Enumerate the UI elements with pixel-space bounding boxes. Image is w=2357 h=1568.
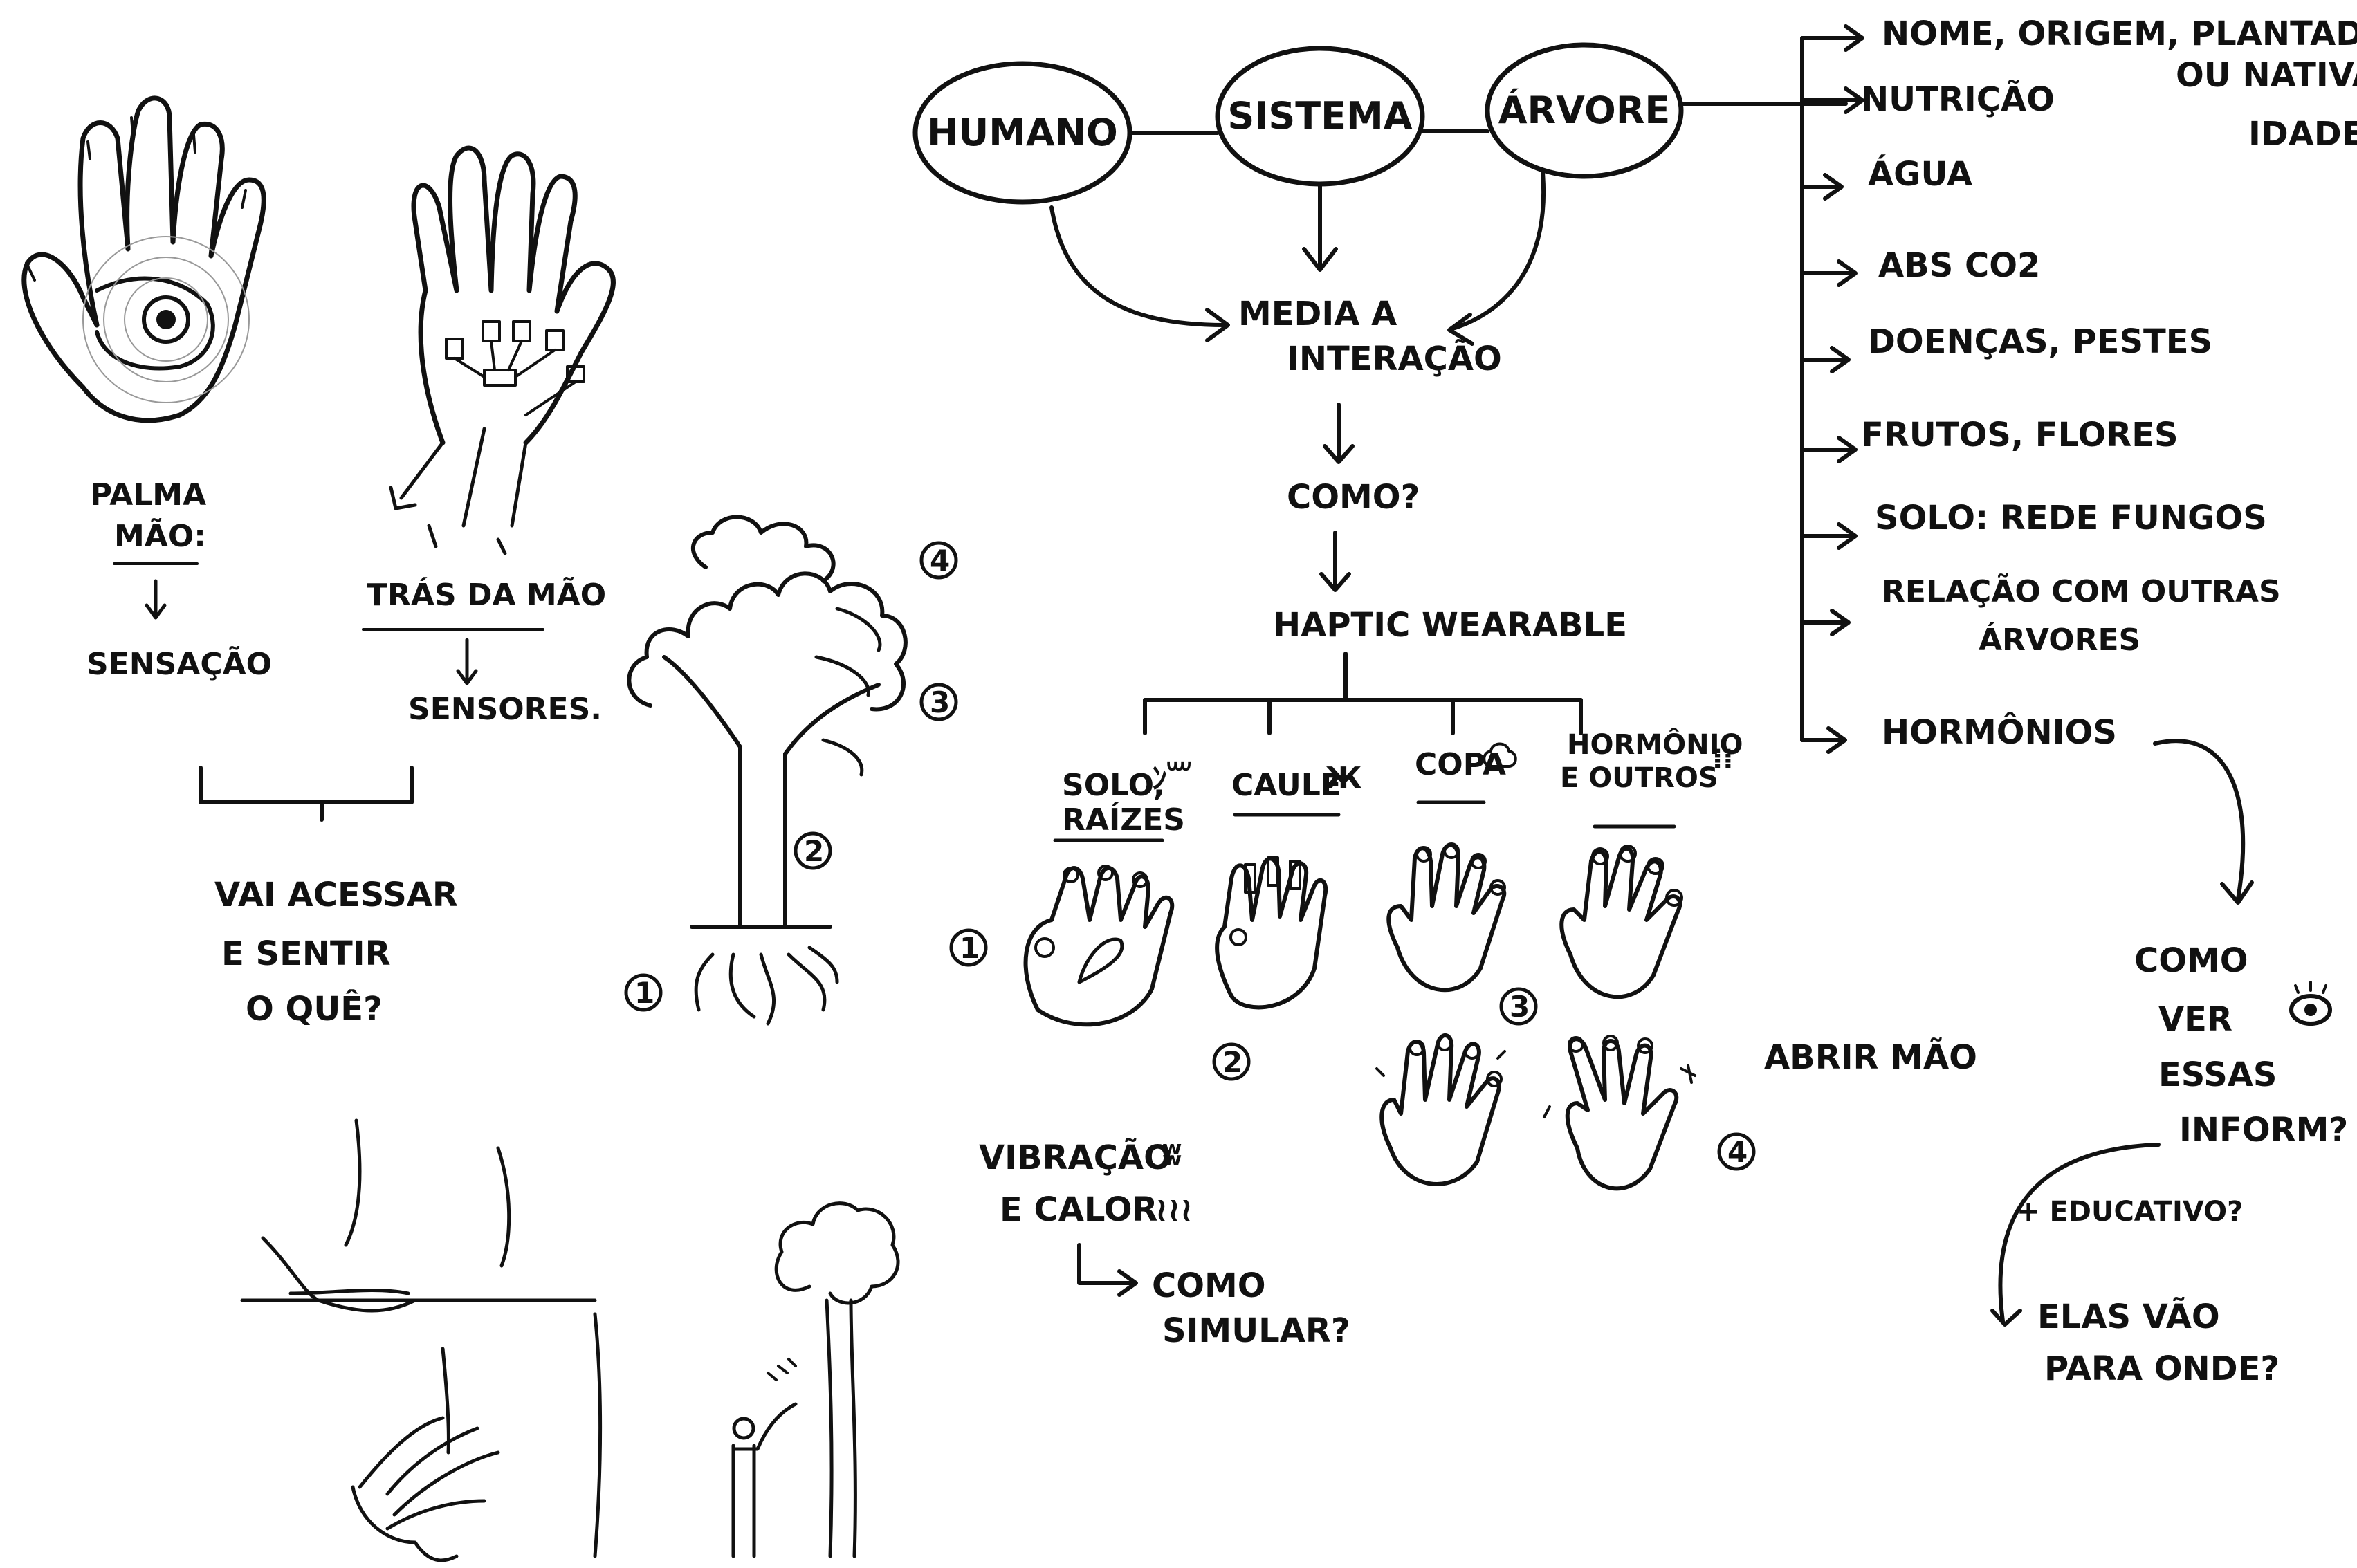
visualize-where-2: PARA ONDE? bbox=[2044, 1349, 2280, 1388]
access-line-3: O QUÊ? bbox=[246, 989, 383, 1029]
branch-hormones-2: E OUTROS bbox=[1560, 762, 1718, 794]
hand-touching-trunk-sketch bbox=[240, 1118, 602, 1558]
visualize-educational: + EDUCATIVO? bbox=[2017, 1196, 2243, 1228]
node-tree: ÁRVORE bbox=[1498, 89, 1671, 132]
haptic-wearable: HAPTIC WEARABLE bbox=[1273, 606, 1627, 645]
arrow-human-to-mediates bbox=[1049, 205, 1227, 327]
gesture-num-1: 1 bbox=[960, 931, 980, 965]
palm-hand-sketch bbox=[21, 95, 266, 423]
hand-gesture-open-3: 3 bbox=[1375, 987, 1538, 1187]
hand-gesture-2: 2 bbox=[1212, 856, 1328, 1081]
tree-num-4: 4 bbox=[930, 544, 950, 578]
person-under-tree-sketch bbox=[731, 1201, 900, 1558]
how-question: COMO? bbox=[1287, 478, 1420, 517]
mediates-line-1: MEDIA A bbox=[1238, 295, 1397, 333]
gesture-num-4: 4 bbox=[1727, 1135, 1748, 1169]
attr-relations: RELAÇÃO COM OUTRAS bbox=[1882, 573, 2281, 609]
node-human: HUMANO bbox=[927, 111, 1118, 154]
back-hand-sketch bbox=[389, 145, 616, 555]
branch-soil-2: RAÍZES bbox=[1062, 801, 1185, 838]
visualize-q4: INFORM? bbox=[2179, 1111, 2348, 1150]
reaching-hand-sketch bbox=[351, 1416, 500, 1562]
node-system: SISTEMA bbox=[1227, 94, 1412, 138]
arrow-to-visualize bbox=[2153, 739, 2246, 901]
branch-trunk: CAULE bbox=[1231, 768, 1341, 803]
attr-water: ÁGUA bbox=[1868, 154, 1972, 194]
simulate-line-1: COMO bbox=[1152, 1266, 1266, 1305]
hand-gesture-3 bbox=[1386, 842, 1507, 993]
palm-label-2: MÃO: bbox=[114, 517, 206, 554]
branch-soil-1: SOLO, bbox=[1062, 768, 1165, 803]
tree-sketch: 4 3 2 1 bbox=[624, 515, 958, 1026]
tree-attribute-list: NOME, ORIGEM, PLANTADA OU NATIVA, IDADE … bbox=[1679, 15, 2357, 1388]
branch-hormones-1: HORMÔNIO bbox=[1567, 728, 1743, 761]
access-line-1: VAI ACESSAR bbox=[214, 876, 458, 914]
attr-co2: ABS CO2 bbox=[1878, 246, 2040, 285]
attr-native: OU NATIVA, bbox=[2176, 56, 2357, 95]
sensation-label: SENSAÇÃO bbox=[86, 645, 272, 682]
attr-soil-fungi: SOLO: REDE FUNGOS bbox=[1875, 499, 2267, 537]
visualize-q3: ESSAS bbox=[2158, 1055, 2277, 1094]
open-hand-label: ABRIR MÃO bbox=[1764, 1037, 1977, 1077]
gesture-num-2: 2 bbox=[1222, 1045, 1242, 1079]
visualize-where-1: ELAS VÃO bbox=[2037, 1297, 2220, 1336]
access-line-2: E SENTIR bbox=[221, 934, 391, 973]
attr-trees: ÁRVORES bbox=[1979, 621, 2140, 658]
attr-nutrition: NUTRIÇÃO bbox=[1861, 80, 2055, 119]
roots-glyph-icon: ﾝ꒶ bbox=[1152, 761, 1191, 796]
hand-gesture-hormones bbox=[1559, 845, 1683, 999]
mediates-line-2: INTERAÇÃO bbox=[1287, 339, 1502, 378]
hormones-dots-icon: ⁞⁞ bbox=[1712, 743, 1733, 775]
vibration-line-1: VIBRAÇÃO bbox=[979, 1138, 1172, 1177]
attr-fruits: FRUTOS, FLORES bbox=[1861, 416, 2179, 454]
palm-label-1: PALMA bbox=[90, 477, 206, 513]
attr-name-origin: NOME, ORIGEM, PLANTADA bbox=[1882, 15, 2357, 53]
eye-icon bbox=[2289, 981, 2332, 1026]
branch-canopy: COPA bbox=[1415, 747, 1506, 782]
canopy-cloud-icon bbox=[1483, 742, 1517, 768]
heat-waves-icon: ≀≀≀ bbox=[1155, 1190, 1193, 1229]
visualize-q2: VER bbox=[2158, 1000, 2232, 1039]
back-of-hand-label: TRÁS DA MÃO bbox=[367, 576, 606, 613]
arrow-tree-to-mediates bbox=[1451, 171, 1546, 331]
access-bracket bbox=[199, 766, 414, 822]
concept-map: HUMANO SISTEMA ÁRVORE MEDIA A INTERAÇÃO … bbox=[912, 42, 1743, 842]
simulate-arrow bbox=[1077, 1243, 1137, 1285]
vibration-line-2: E CALOR bbox=[1000, 1190, 1158, 1229]
visualize-q1: COMO bbox=[2134, 941, 2248, 980]
tree-num-1: 1 bbox=[634, 976, 654, 1010]
attr-diseases: DOENÇAS, PESTES bbox=[1868, 322, 2212, 361]
simulate-line-2: SIMULAR? bbox=[1162, 1311, 1350, 1350]
sensors-label: SENSORES. bbox=[408, 692, 602, 727]
node-tree-ellipse bbox=[1485, 42, 1684, 179]
hand-gesture-1: 1 bbox=[949, 865, 1175, 1027]
attr-age: IDADE bbox=[2248, 115, 2357, 154]
tree-num-3: 3 bbox=[930, 685, 950, 719]
tree-num-2: 2 bbox=[804, 834, 824, 868]
trunk-glyph-icon: Ж bbox=[1325, 761, 1362, 796]
visualize-bracket bbox=[1998, 1143, 2161, 1323]
gesture-num-3: 3 bbox=[1510, 990, 1530, 1024]
attr-hormones: HORMÔNIOS bbox=[1882, 712, 2117, 752]
vibration-wave-icon: ʬ bbox=[1162, 1135, 1182, 1174]
hand-gesture-open-4: 4 bbox=[1543, 1035, 1756, 1191]
